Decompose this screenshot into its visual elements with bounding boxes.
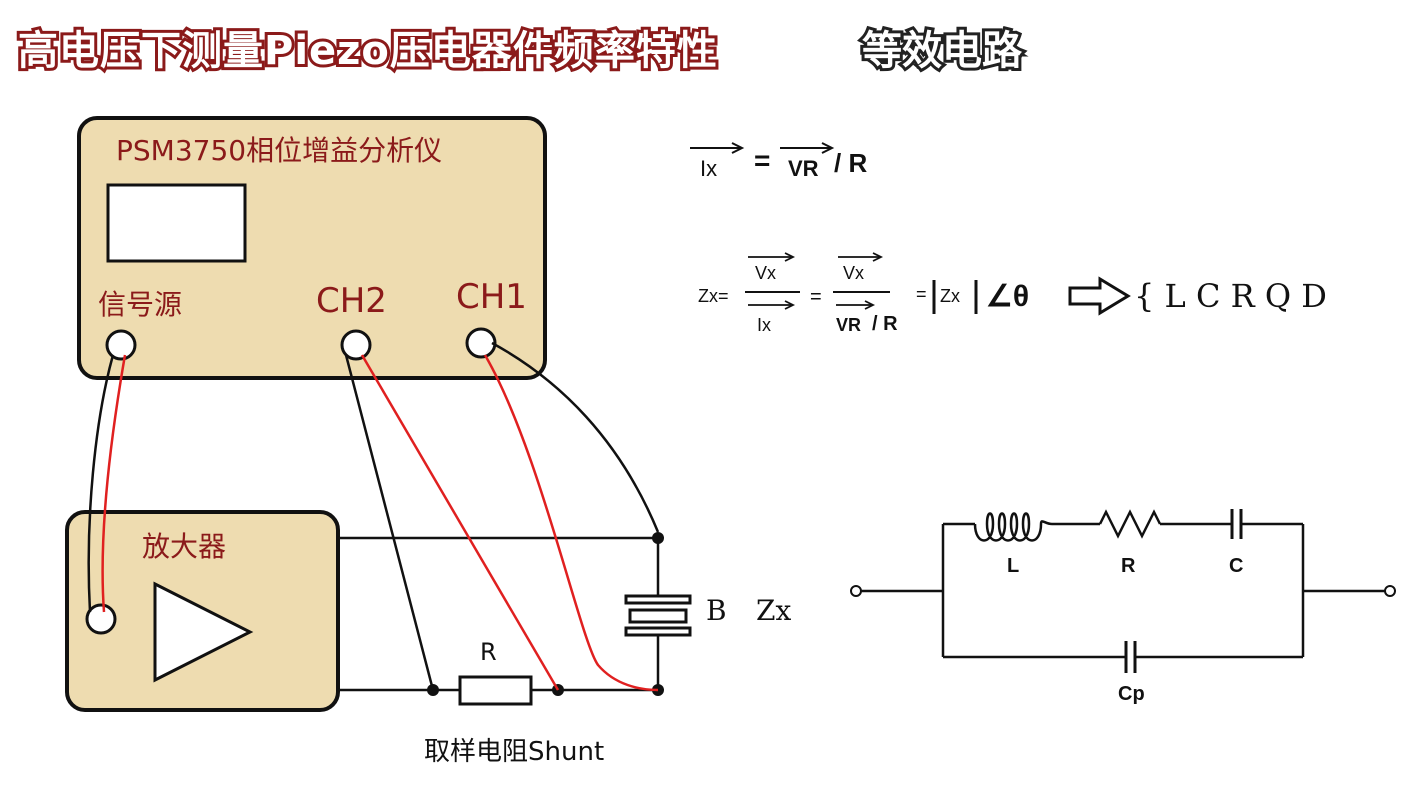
dut-label-zx: Zx <box>756 594 791 627</box>
label-c: C <box>1229 555 1243 577</box>
signal-cable-black <box>87 354 115 613</box>
eq2-vr-den: VR <box>836 315 861 335</box>
equation-impedance: Zx= Vx Ix = Vx VR / R = Zx ∠θ { L C R Q … <box>698 252 1327 335</box>
signal-cable-red <box>101 354 127 613</box>
eq2-result-params: { L C R Q D <box>1134 277 1327 315</box>
signal-source-label: 信号源 <box>98 288 182 321</box>
ch2-connector[interactable] <box>340 329 372 361</box>
eq2-equals: = <box>810 286 822 308</box>
signal-source-connector[interactable] <box>105 329 137 361</box>
eq1-div-r: / R <box>834 148 867 178</box>
ch1-probe-red <box>483 354 659 692</box>
analyzer-label: PSM3750相位增益分析仪 <box>116 134 442 167</box>
label-l: L <box>1007 555 1019 577</box>
ch1-connector[interactable] <box>465 327 497 359</box>
dut-top-plate <box>624 594 692 605</box>
shunt-resistor-label: R <box>480 638 497 666</box>
eq2-equals2: = <box>916 284 927 304</box>
ch2-label: CH2 <box>316 281 387 321</box>
inductor-icon <box>973 512 1053 542</box>
equation-current: Ix = VR / R <box>690 142 867 181</box>
resistor-icon <box>1098 509 1162 539</box>
eq1-equals: = <box>754 145 770 176</box>
ch1-label: CH1 <box>456 277 527 317</box>
analyzer-screen <box>106 183 247 263</box>
ch2-probe-red <box>360 354 560 691</box>
shunt-resistor <box>458 675 533 706</box>
terminal-right <box>1384 585 1396 597</box>
page-title: 高电压下测量Piezo压电器件频率特性 <box>18 28 718 74</box>
eq2-angle: ∠θ <box>986 280 1029 313</box>
eq2-vx-num: Vx <box>755 263 776 283</box>
page-subtitle: 等效电路 <box>862 28 1023 74</box>
amplifier-triangle-icon <box>153 581 254 683</box>
label-r: R <box>1121 555 1136 577</box>
ch2-probe-black <box>344 354 435 691</box>
dut-bottom-plate <box>624 626 692 637</box>
eq2-vx-num2: Vx <box>843 263 864 283</box>
dut-body <box>628 608 688 624</box>
implies-arrow-icon <box>1068 276 1131 316</box>
eq2-zx: Zx= <box>698 286 729 306</box>
terminal-left <box>850 585 862 597</box>
junction-top <box>652 532 664 544</box>
shunt-label: 取样电阻Shunt <box>424 737 604 767</box>
amplifier-label: 放大器 <box>142 530 226 563</box>
eq2-abs-zx: Zx <box>940 286 960 306</box>
eq2-ix-den: Ix <box>757 315 771 335</box>
amplifier-input-connector[interactable] <box>85 603 117 635</box>
equivalent-circuit: L R C Cp <box>850 509 1396 705</box>
analyzer-box <box>77 116 547 380</box>
dut-label-b: B <box>706 594 727 627</box>
eq1-ix: Ix <box>700 156 717 181</box>
label-cp: Cp <box>1118 683 1145 705</box>
eq1-vr: VR <box>788 156 819 181</box>
eq2-div-r: / R <box>872 313 898 335</box>
ch1-probe-black <box>491 341 660 533</box>
